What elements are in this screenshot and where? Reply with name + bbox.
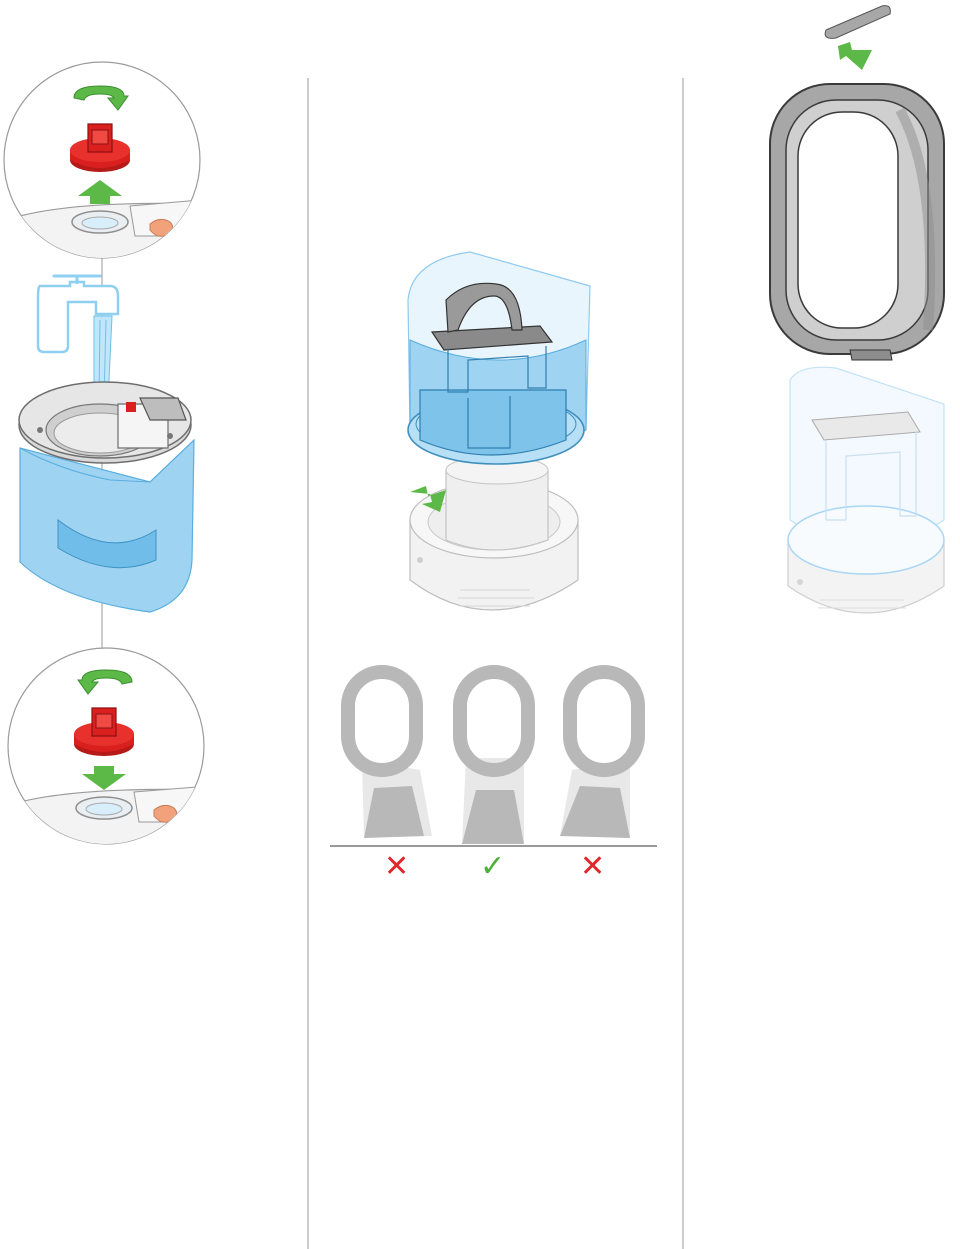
assembled-unit-ghost [788,367,944,613]
incorrect-mark-left: ✕ [384,852,409,882]
correct-mark: ✓ [480,852,505,882]
placement-tilted-right [560,672,638,838]
water-tank-filling [19,382,194,612]
loop-amplifier [770,84,944,360]
placement-upright [460,672,528,844]
water-tank-lowering [408,252,590,464]
replace-cap-detail [0,648,210,850]
placement-tilted-left [348,672,432,838]
green-arrow-icon [838,42,872,70]
base-unit [410,456,578,610]
placement-examples [330,672,657,846]
incorrect-mark-right: ✕ [580,852,605,882]
filter-cover-icon [825,6,890,39]
remove-cap-detail [0,62,200,260]
